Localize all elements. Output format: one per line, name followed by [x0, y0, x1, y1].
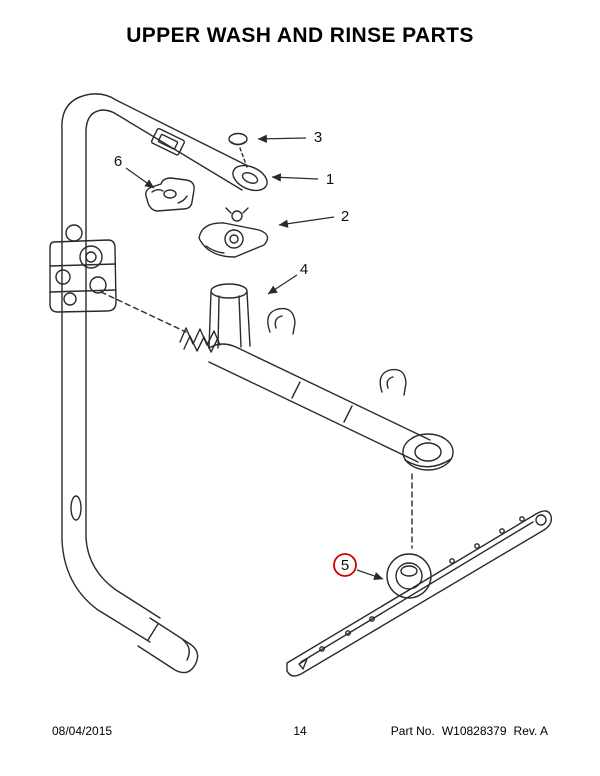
leader-5 [356, 569, 384, 581]
lower-spray-arm [286, 510, 553, 677]
leader-1 [271, 173, 319, 182]
centerline-dash-left [100, 291, 187, 333]
page-footer: 08/04/2015 14 Part No. W10828379 Rev. A [0, 724, 600, 740]
feed-tube-assembly [179, 283, 454, 471]
tube-end-bracket [232, 164, 268, 192]
callout-3: 3 [314, 129, 322, 146]
revision: Rev. A [513, 724, 548, 738]
exploded-parts-diagram: 1 2 3 4 5 6 [0, 70, 600, 730]
arm-slot-detail [150, 127, 185, 156]
callout-leaders [125, 134, 384, 581]
mount-plate-part [198, 207, 269, 258]
callout-numbers: 1 2 3 4 5 6 [114, 129, 349, 574]
callout-2: 2 [341, 208, 349, 225]
clip-part [145, 177, 195, 212]
page-title: UPPER WASH AND RINSE PARTS [126, 24, 474, 47]
leader-4 [267, 274, 298, 295]
water-supply-tube [61, 93, 249, 674]
part-label: Part No. [390, 724, 435, 738]
footer-page-number: 14 [293, 724, 307, 738]
cap-part [228, 132, 248, 168]
leader-2 [278, 216, 335, 228]
leader-6 [125, 167, 155, 189]
callout-5: 5 [341, 557, 349, 574]
callout-5-highlight-circle [333, 553, 357, 577]
callout-4: 4 [300, 261, 308, 278]
callout-6: 6 [114, 153, 122, 170]
tube-mount-bracket [49, 224, 117, 313]
part-number: W10828379 [441, 724, 507, 738]
footer-part-info: Part No. W10828379 Rev. A [391, 724, 548, 738]
diagram-canvas: 1 2 3 4 5 6 [49, 93, 553, 677]
leader-3 [257, 134, 307, 143]
callout-1: 1 [326, 171, 334, 188]
footer-date: 08/04/2015 [52, 724, 113, 738]
